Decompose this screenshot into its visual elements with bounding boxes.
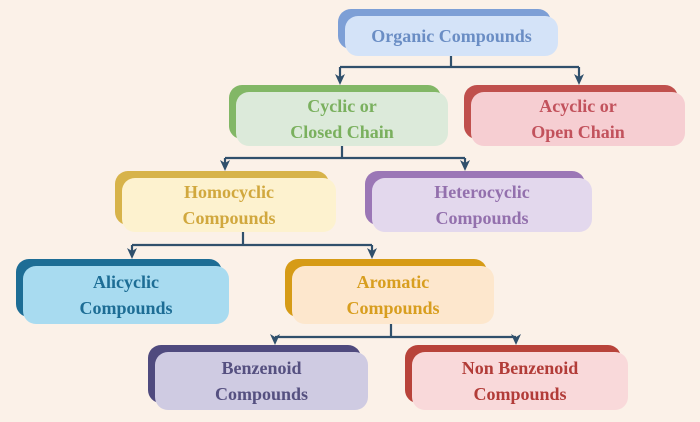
node-label: Aromatic Compounds xyxy=(346,271,440,318)
edge-homocyclic-children xyxy=(127,232,377,259)
node-aromatic-compounds: Aromatic Compounds xyxy=(292,266,494,324)
node-label: Benzenoid Compounds xyxy=(214,357,309,404)
node-label: Heterocyclic Compounds xyxy=(434,181,530,228)
node-benzenoid-compounds: Benzenoid Compounds xyxy=(155,352,368,410)
node-non-benzenoid-compounds: Non Benzenoid Compounds xyxy=(412,352,628,410)
node-alicyclic-compounds: Alicyclic Compounds xyxy=(23,266,229,324)
node-label: Homocyclic Compounds xyxy=(182,181,276,228)
node-organic-compounds: Organic Compounds xyxy=(345,16,558,56)
node-heterocyclic-compounds: Heterocyclic Compounds xyxy=(372,178,592,232)
edge-aromatic-children xyxy=(270,324,521,345)
node-label: Cyclic or Closed Chain xyxy=(290,95,394,142)
node-label: Alicyclic Compounds xyxy=(79,271,173,318)
edge-organic-children xyxy=(335,56,584,85)
node-label: Organic Compounds xyxy=(371,25,532,46)
node-cyclic-closed-chain: Cyclic or Closed Chain xyxy=(236,92,448,146)
node-label: Non Benzenoid Compounds xyxy=(461,357,579,404)
node-acyclic-open-chain: Acyclic or Open Chain xyxy=(471,92,685,146)
node-homocyclic-compounds: Homocyclic Compounds xyxy=(122,178,336,232)
node-label: Acyclic or Open Chain xyxy=(531,95,625,142)
edge-cyclic-children xyxy=(220,146,470,171)
